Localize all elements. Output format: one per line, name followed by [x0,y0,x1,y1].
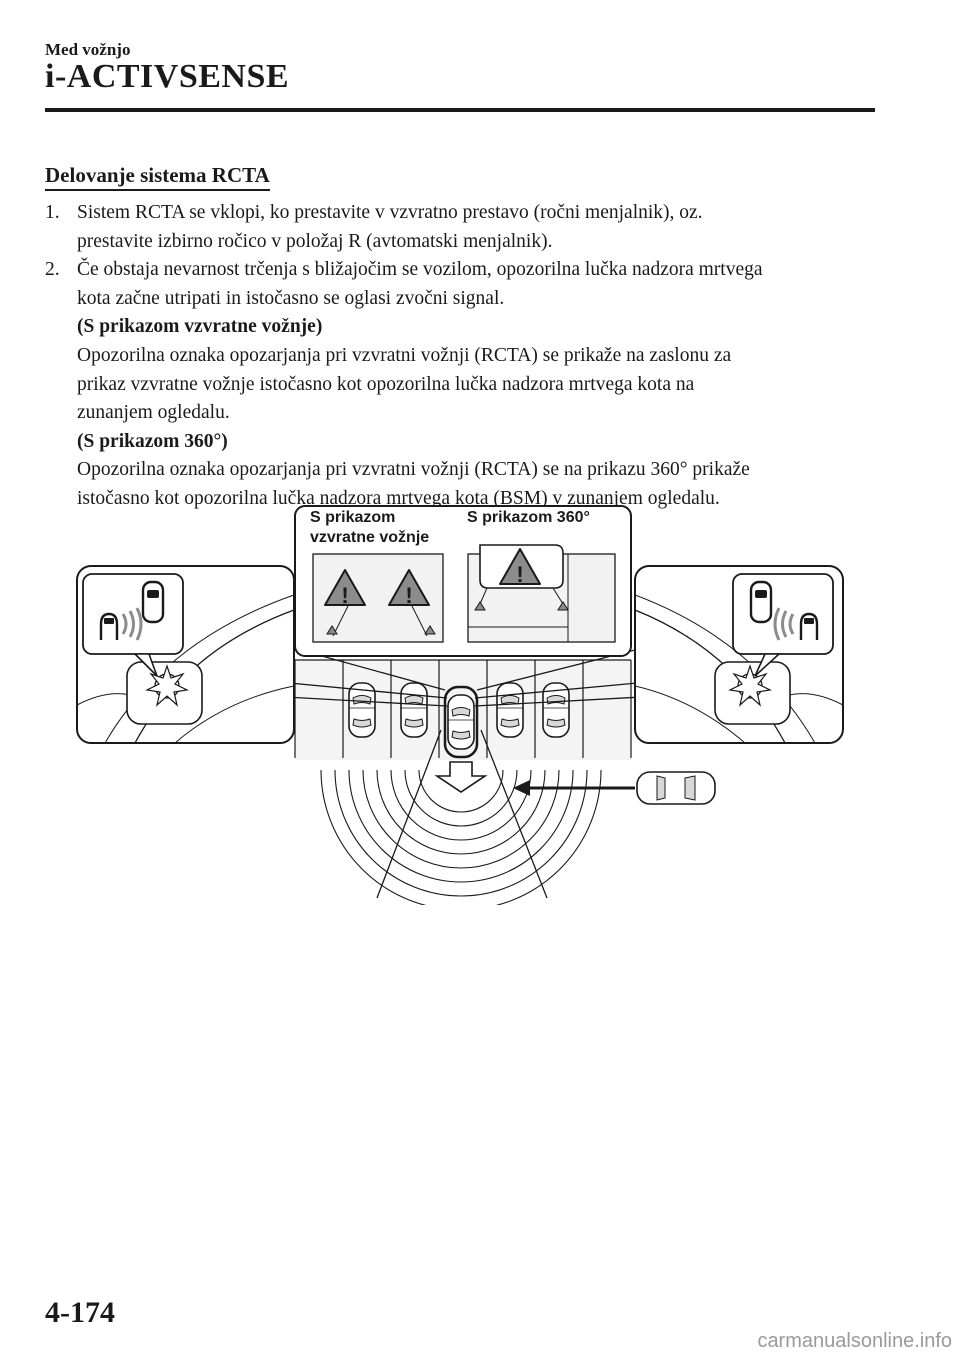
reversing-car [443,685,479,759]
warning-triangle-icon: ! [388,569,430,608]
label-rear-view-line1: S prikazom [310,509,395,526]
step-text-line: kota začne utripati in istočasno se ogla… [77,287,505,309]
label-rear-view-line2: vzvratne vožnje [310,529,429,546]
case-text-line: istočasno kot opozorilna lučka nadzora m… [77,487,720,509]
sensor-range-arcs [320,769,602,905]
svg-text:!: ! [516,562,523,587]
360-view-screen: ! [467,544,616,643]
case-text-line: prikaz vzvratne vožnje istočasno kot opo… [77,373,695,395]
step-text-line: prestavite izbirno ročico v položaj R (a… [77,230,553,252]
chapter-title: i-ACTIVSENSE [45,58,290,95]
left-mirror-panel [76,565,295,744]
step-1: 1. Sistem RCTA se vklopi, ko prestavite … [45,199,875,256]
reverse-arrow-icon [434,761,488,793]
case-label-rear-view: (S prikazom vzvratne vožnje) [77,316,323,338]
title-divider [45,108,875,112]
instructions: 1. Sistem RCTA se vklopi, ko prestavite … [45,199,875,514]
rcta-illustration: S prikazom vzvratne vožnje S prikazom 36… [76,505,844,905]
step-text-line: Sistem RCTA se vklopi, ko prestavite v v… [77,202,703,223]
flash-burst-icon [145,664,189,707]
bsm-indicator-icon [99,580,165,641]
flash-burst-icon [728,664,772,707]
display-panel: S prikazom vzvratne vožnje S prikazom 36… [294,505,632,657]
bsm-indicator-icon [749,580,819,641]
case-text-line: zunanjem ogledalu. [77,402,230,424]
label-360-view: S prikazom 360° [467,509,590,526]
approach-direction-arrow [513,780,635,796]
rear-view-screen: ! ! [312,553,444,643]
watermark: carmanualsonline.info [757,1330,952,1352]
case-label-360-view: (S prikazom 360°) [77,430,228,452]
step-number: 2. [45,259,60,281]
case-text-line: Opozorilna oznaka opozarjanja pri vzvrat… [77,459,750,481]
svg-text:!: ! [341,583,348,608]
case-text-line: Opozorilna oznaka opozarjanja pri vzvrat… [77,344,732,366]
step-text-line: Če obstaja nevarnost trčenja s bližajoči… [77,259,763,281]
warning-triangle-icon: ! [324,569,366,608]
step-2: 2. Če obstaja nevarnost trčenja s bližaj… [45,256,875,313]
step-number: 1. [45,202,60,223]
warning-triangle-icon: ! [499,548,541,587]
section-label: Med vožnjo [45,40,131,59]
approaching-car [636,771,716,805]
page-number: 4-174 [45,1296,115,1329]
right-mirror-panel [634,565,844,744]
svg-text:!: ! [405,583,412,608]
section-heading: Delovanje sistema RCTA [45,162,270,191]
